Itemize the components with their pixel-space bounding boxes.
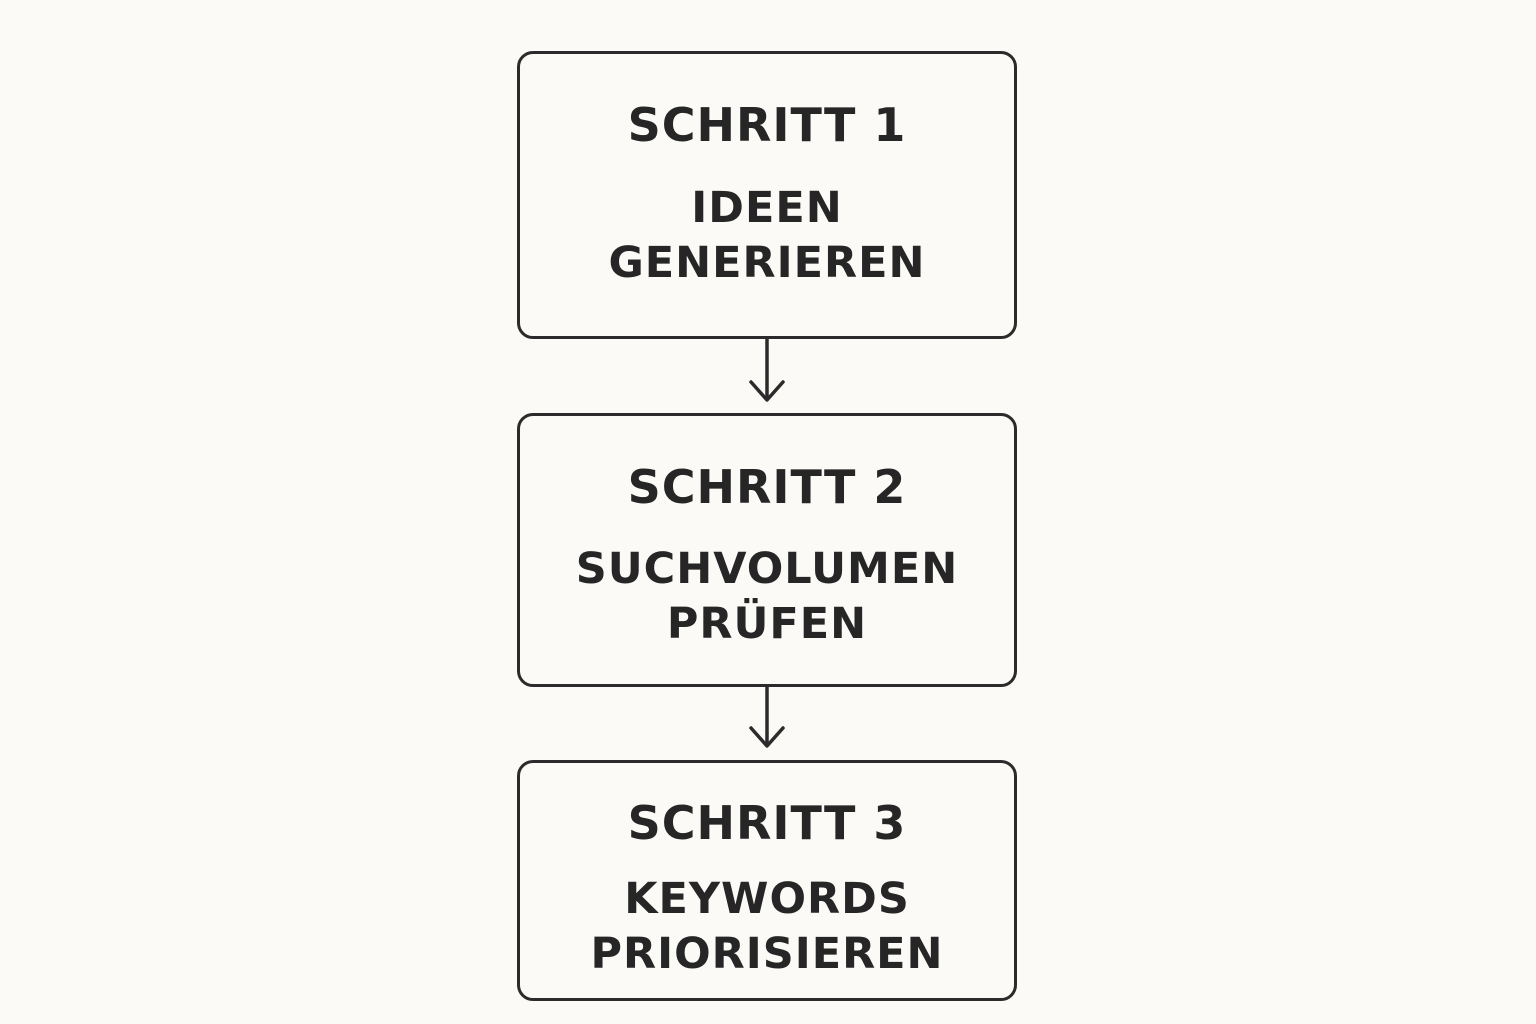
arrow-down-icon <box>749 685 785 748</box>
step-2-title: SCHRITT 2 <box>627 460 907 514</box>
step-1-description-line-2: GENERIEREN <box>608 238 926 288</box>
step-2-description-line-1: SUCHVOLUMEN <box>575 544 959 594</box>
step-2-description: SUCHVOLUMEN PRÜFEN <box>520 542 1014 652</box>
step-2-description-line-2: PRÜFEN <box>666 599 868 649</box>
step-3-description-line-2: PRIORISIEREN <box>590 929 944 979</box>
step-1-description-line-1: IDEEN <box>691 183 843 233</box>
step-2-box: SCHRITT 2 SUCHVOLUMEN PRÜFEN <box>517 413 1017 687</box>
step-1-description: IDEEN GENERIEREN <box>520 181 1014 291</box>
arrow-down-icon <box>749 337 785 402</box>
step-3-description: KEYWORDS PRIORISIEREN <box>520 872 1014 982</box>
step-3-description-line-1: KEYWORDS <box>624 874 910 924</box>
step-1-box: SCHRITT 1 IDEEN GENERIEREN <box>517 51 1017 339</box>
step-3-box: SCHRITT 3 KEYWORDS PRIORISIEREN <box>517 760 1017 1001</box>
step-1-title: SCHRITT 1 <box>627 98 907 152</box>
step-3-title: SCHRITT 3 <box>627 796 907 850</box>
